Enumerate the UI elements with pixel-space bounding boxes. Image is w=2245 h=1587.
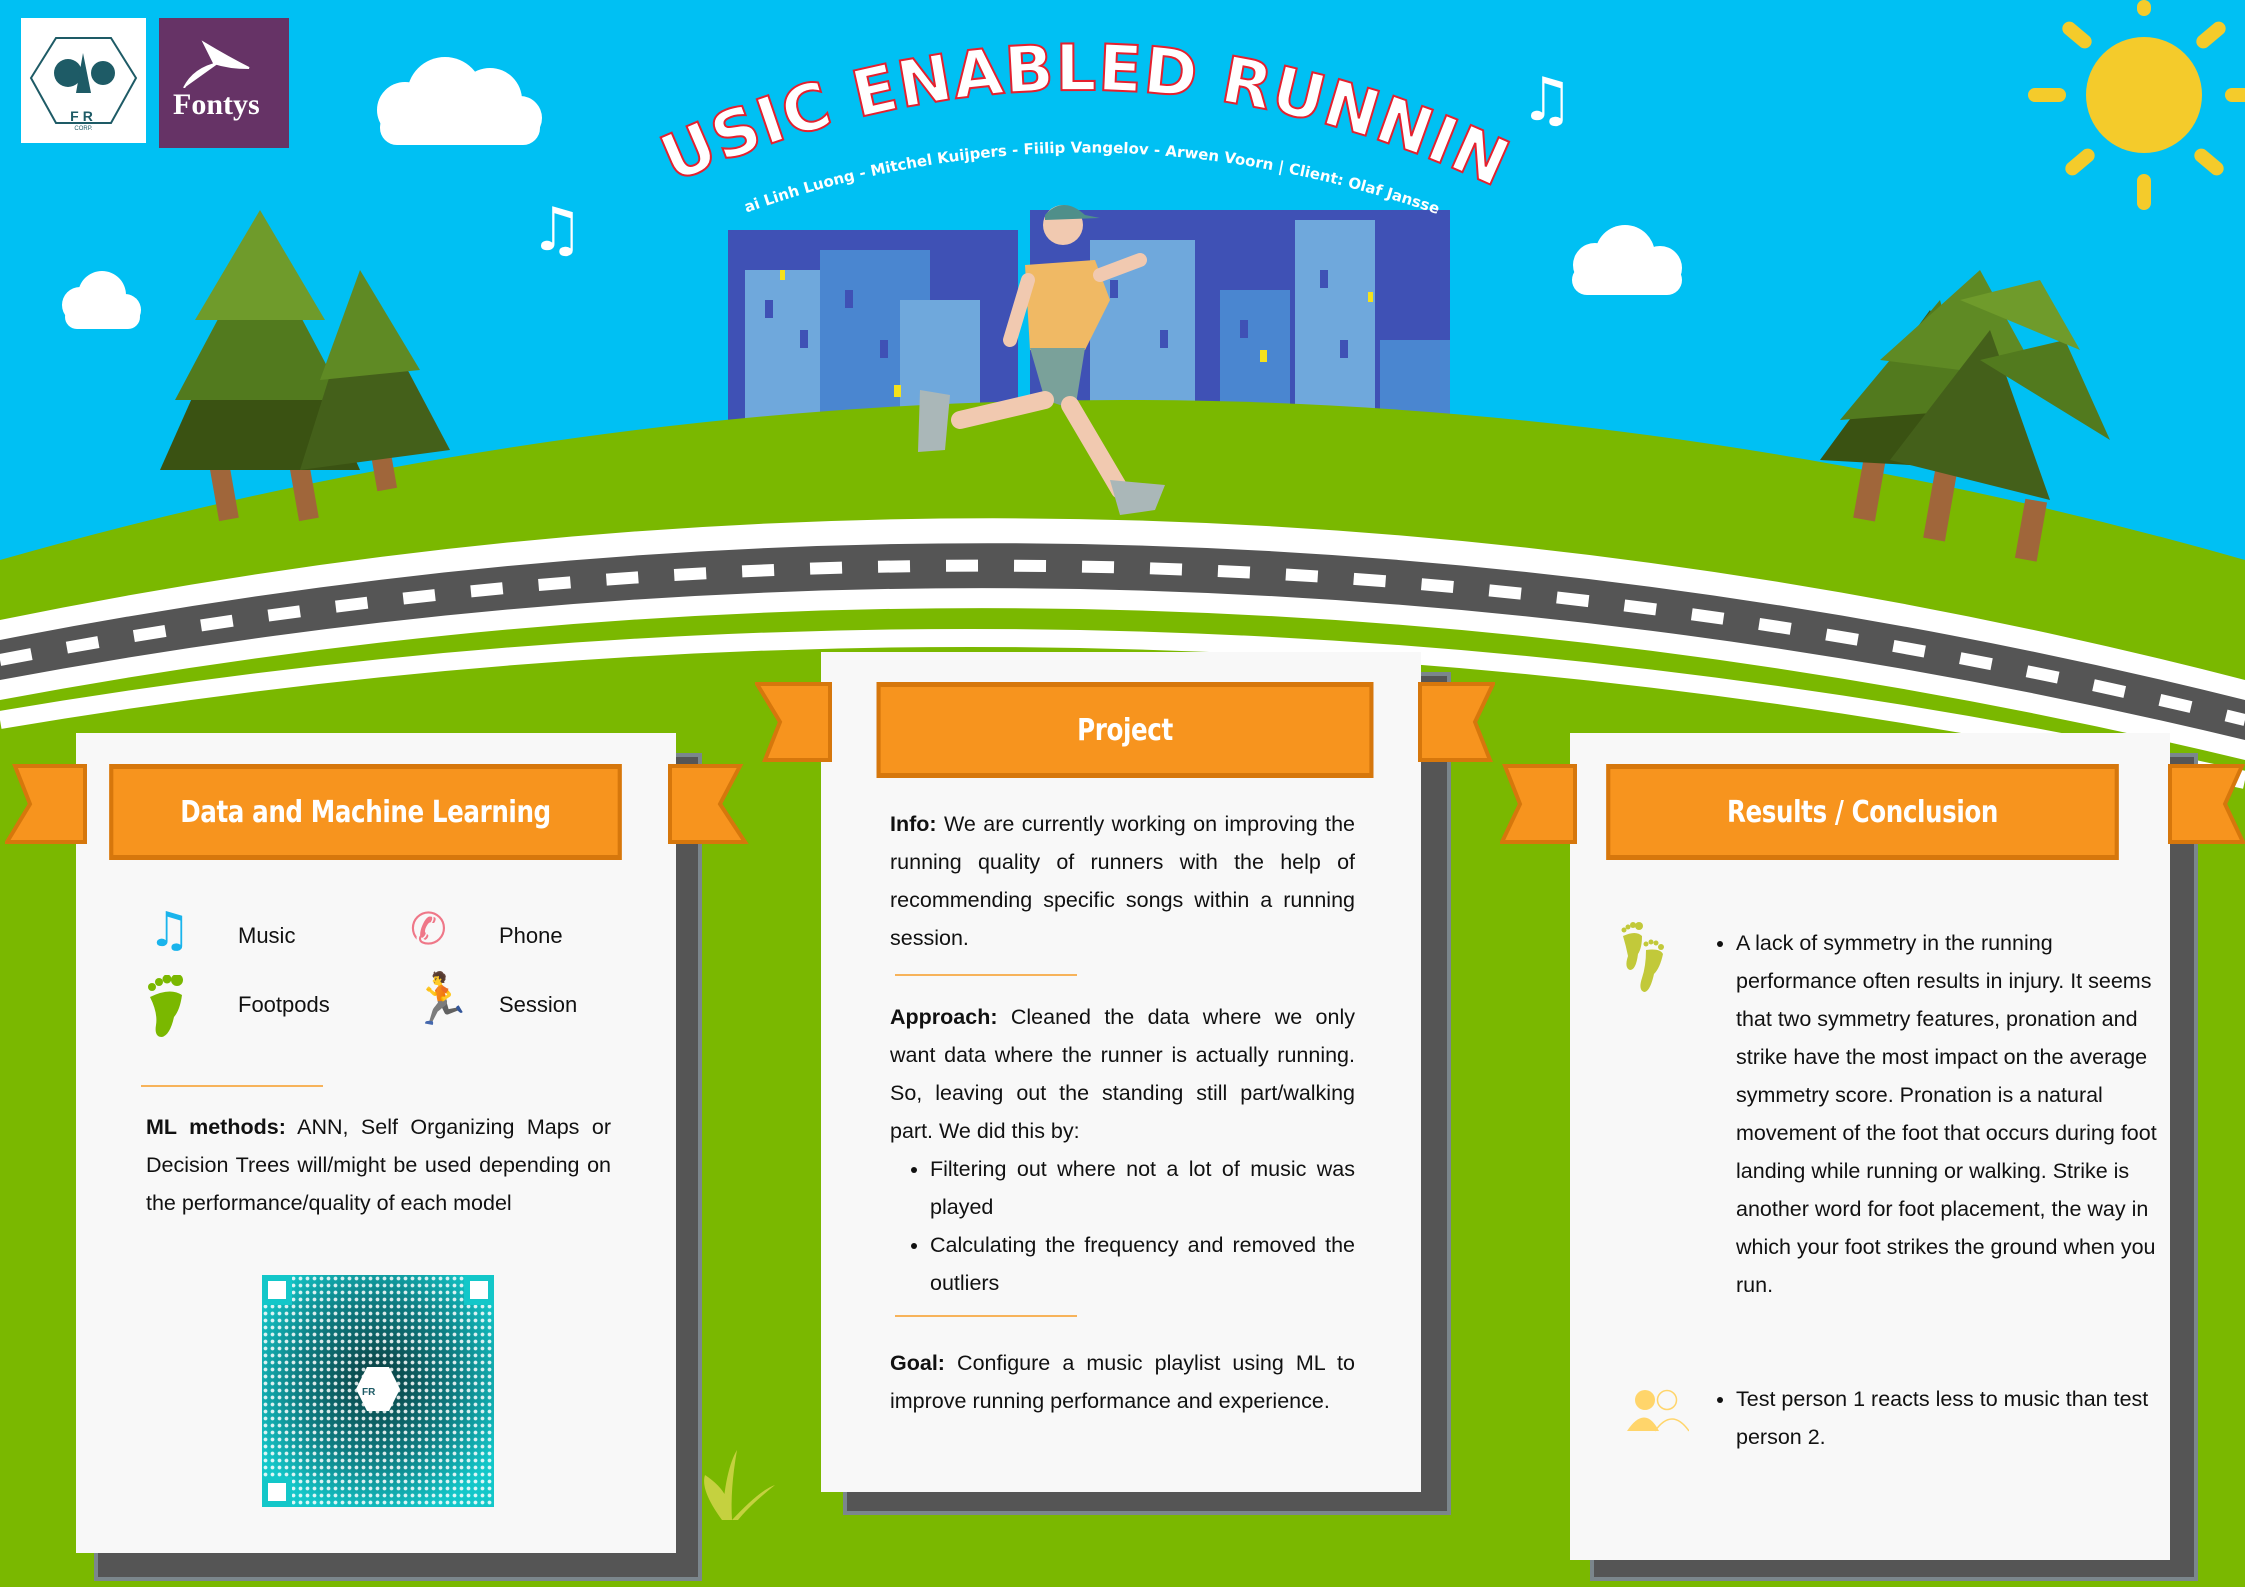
footprints-icon [1621,922,1664,992]
project-panel [821,652,1421,1492]
sun-icon [2028,0,2245,210]
results-title: Results / Conclusion [1726,794,1999,830]
project-goal-text: Goal: Configure a music playlist using M… [890,1351,1355,1413]
running-person-icon: 🏃 [410,970,473,1028]
page-title: MUSIC ENABLED RUNNING Mai Linh Luong - M… [640,20,1520,218]
section-divider [895,1315,1077,1317]
project-title: Project [1077,712,1173,748]
fontys-logo: Fontys [159,18,289,148]
runner-illustration [918,205,1165,515]
cloud-icon [1572,225,1682,295]
bullet-item: Test person 1 reacts less to music than … [1736,1380,2160,1456]
svg-text:♫: ♫ [1520,65,1574,135]
fr-logo-icon [356,1367,400,1411]
ribbon-tails [5,764,749,844]
panda-hexagon-icon [29,37,138,124]
section-divider [895,974,1077,976]
results-ribbon: Results / Conclusion [1500,764,2245,864]
qr-code[interactable]: FR [262,1275,494,1507]
section-divider [141,1085,323,1087]
ribbon-tails [1500,764,2245,844]
ml-methods-text: ML methods: ANN, Self Organizing Maps or… [146,1115,611,1215]
bullet-item: Calculating the frequency and removed th… [930,1226,1355,1302]
bullet-item: A lack of symmetry in the running perfor… [1736,924,2160,1304]
project-info-text: Info: We are currently working on improv… [890,812,1355,950]
ribbon-tails [755,682,1495,762]
title-text: MUSIC ENABLED RUNNING [640,20,1520,203]
cloud-icon [62,271,141,329]
project-approach-text: Approach: Cleaned the data where we only… [890,998,1355,1302]
data-ml-ribbon: Data and Machine Learning [5,764,750,864]
fontys-bird-icon [183,40,250,89]
two-persons-icon [1627,1389,1689,1432]
tree-icon [1820,270,2110,562]
music-note-icon: ♫ ♫ [530,65,1574,265]
music-notes-icon: ♫ [148,902,192,958]
qr-finder [262,1477,292,1507]
phone-icon: ✆ [410,904,447,955]
grass-sprout-icon [704,1450,775,1520]
tree-icon [160,210,450,522]
bullet-item: Filtering out where not a lot of music w… [930,1150,1355,1226]
qr-finder [262,1275,292,1305]
results-item-2: Test person 1 reacts less to music than … [1700,1380,2160,1456]
svg-text:♫: ♫ [530,195,584,265]
footprint-icon [148,975,183,1037]
results-panel [1570,733,2170,1560]
approach-bullet-list: Filtering out where not a lot of music w… [890,1150,1355,1302]
results-item-1: A lack of symmetry in the running perfor… [1700,924,2160,1304]
qr-finder [464,1275,494,1305]
fr-corp-logo: FR CORP. [21,18,146,143]
cloud-icon [377,57,542,145]
svg-text:MUSIC ENABLED RUNNING: MUSIC ENABLED RUNNING [640,20,1520,202]
data-ml-title: Data and Machine Learning [180,794,551,830]
project-ribbon: Project [755,682,1495,782]
